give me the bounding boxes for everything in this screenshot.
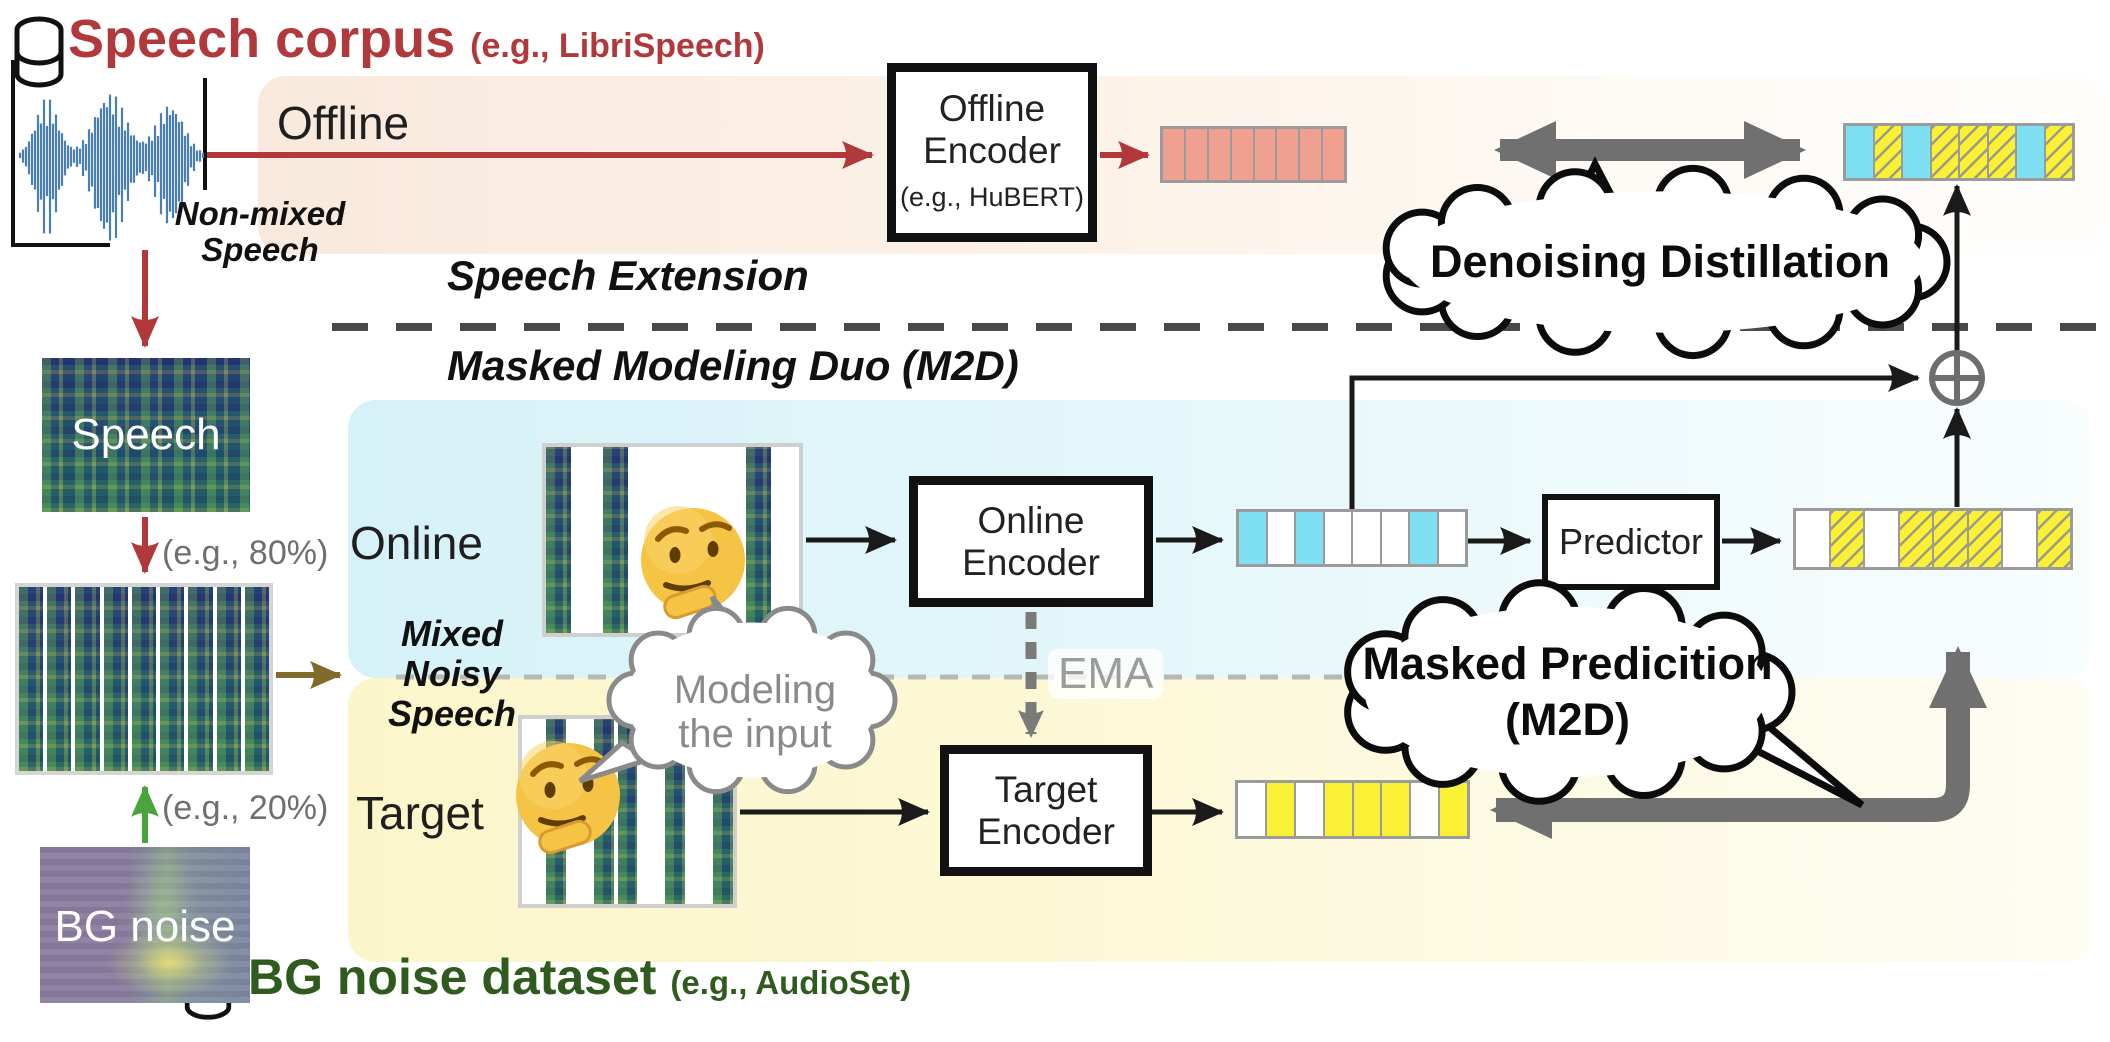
target-feature-bar [1235,780,1470,839]
feature-cell-cyan [2017,126,2046,178]
feature-cell-yellow [1324,783,1354,836]
feature-cell-white [1381,512,1410,564]
mix-ratio-speech: (e.g., 80%) [162,534,329,572]
feature-cell-salmon [1277,129,1301,180]
feature-cell-hatch [1874,126,1903,178]
feature-cell-cyan [1410,512,1439,564]
feature-cell-salmon [1208,129,1232,180]
denoising-distillation-callout [1382,156,1951,360]
bg-noise-dataset-label: BG noise dataset [248,949,657,1005]
feature-cell-salmon [1300,129,1324,180]
feature-cell-hatch [1830,511,1865,567]
spectrogram-column-spec [75,587,104,771]
feature-cell-salmon [1254,129,1278,180]
bg-noise-spectrogram-label: BG noise [54,902,236,951]
feature-cell-white [1238,783,1267,836]
bg-noise-dataset-example: (e.g., AudioSet) [670,964,912,1001]
offline-encoder-box: Offline Encoder (e.g., HuBERT) [887,63,1097,242]
arrow-online-features-to-add [1349,364,1920,509]
feature-cell-hatch [1931,126,1960,178]
masked-prediction-loss-arrow [1490,646,1987,839]
feature-cell-white [1411,783,1441,836]
online-encoder-box: Online Encoder [909,476,1153,607]
feature-cell-white [1324,512,1353,564]
denoising-distillation-label: Denoising Distillation [1429,236,1891,287]
database-icon [14,16,64,88]
spectrogram-column-white [774,447,800,633]
spectrogram-column-spec [47,587,76,771]
feature-cell-white [2003,511,2038,567]
mix-ratio-noise: (e.g., 20%) [162,789,329,827]
feature-cell-salmon [1185,129,1209,180]
add-icon [1929,350,1985,406]
mixed-noisy-spectrogram [15,583,273,775]
feature-cell-white [1353,512,1382,564]
bg-noise-spectrogram: BG noise [40,847,250,1003]
feature-cell-yellow [1382,783,1412,836]
target-encoder-box: Target Encoder [940,745,1152,876]
modeling-input-label: Modeling the input [673,668,837,756]
feature-cell-hatch [1968,511,2003,567]
feature-cell-yellow [1266,783,1296,836]
feature-cell-hatch [1934,511,1969,567]
section-title-speech-extension: Speech Extension [447,252,809,299]
online-row-label: Online [350,517,483,569]
offline-feature-bar [1160,126,1347,183]
speech-spectrogram-label: Speech [71,410,221,459]
non-mixed-speech-label: Non-mixed Speech [174,195,346,268]
spectrogram-column-spec [188,587,217,771]
feature-cell-yellow [1353,783,1383,836]
feature-cell-white [1865,511,1900,567]
feature-cell-hatch [2037,511,2070,567]
online-feature-bar [1236,509,1468,567]
section-title-m2d: Masked Modeling Duo (M2D) [447,342,1019,389]
feature-cell-salmon [1163,129,1186,180]
predicted-feature-bar [1793,508,2073,570]
feature-cell-hatch [2045,126,2072,178]
feature-cell-white [1267,512,1296,564]
feature-cell-cyan [1239,512,1268,564]
speech-waveform [18,94,205,241]
feature-cell-white [1295,783,1325,836]
spectrogram-column-spec [160,587,189,771]
modeling-input-bubble [578,595,898,795]
spectrogram-column-spec [19,587,48,771]
speech-corpus-title: Speech corpus (e.g., LibriSpeech) [68,8,765,70]
feature-cell-white [1796,511,1831,567]
masked-prediction-callout [1344,579,1865,809]
feature-cell-hatch [1899,511,1934,567]
spectrogram-column-white [574,447,604,633]
spectrogram-column-spec [216,587,245,771]
spectrogram-column-spec [603,447,632,633]
feature-cell-white [1438,512,1465,564]
speech-corpus-example: (e.g., LibriSpeech) [470,27,765,65]
speech-corpus-label: Speech corpus [68,9,456,69]
feature-cell-cyan [1903,126,1932,178]
feature-cell-cyan [1846,126,1875,178]
speech-spectrogram: Speech [42,358,250,512]
distilled-feature-bar [1843,123,2075,181]
masked-prediction-label: Masked Predicition (M2D) [1362,638,1773,745]
bg-noise-dataset-title: BG noise dataset (e.g., AudioSet) [248,948,911,1006]
spectrogram-column-spec [546,447,575,633]
feature-cell-salmon [1323,129,1344,180]
target-row-label: Target [356,787,484,839]
feature-cell-hatch [1960,126,1989,178]
spectrogram-column-spec [131,587,161,771]
feature-cell-yellow [1440,783,1467,836]
feature-cell-hatch [1988,126,2017,178]
predictor-box: Predictor [1542,494,1720,590]
offline-row-label: Offline [277,97,410,149]
thinking-face-icon [641,506,745,620]
spectrogram-column-spec [244,587,269,771]
feature-cell-cyan [1296,512,1325,564]
spectrogram-column-spec [745,447,775,633]
ema-label: EMA [1048,649,1164,699]
spectrogram-column-spec [103,587,132,771]
feature-cell-salmon [1231,129,1255,180]
mixed-noisy-speech-label: Mixed Noisy Speech [387,613,517,734]
